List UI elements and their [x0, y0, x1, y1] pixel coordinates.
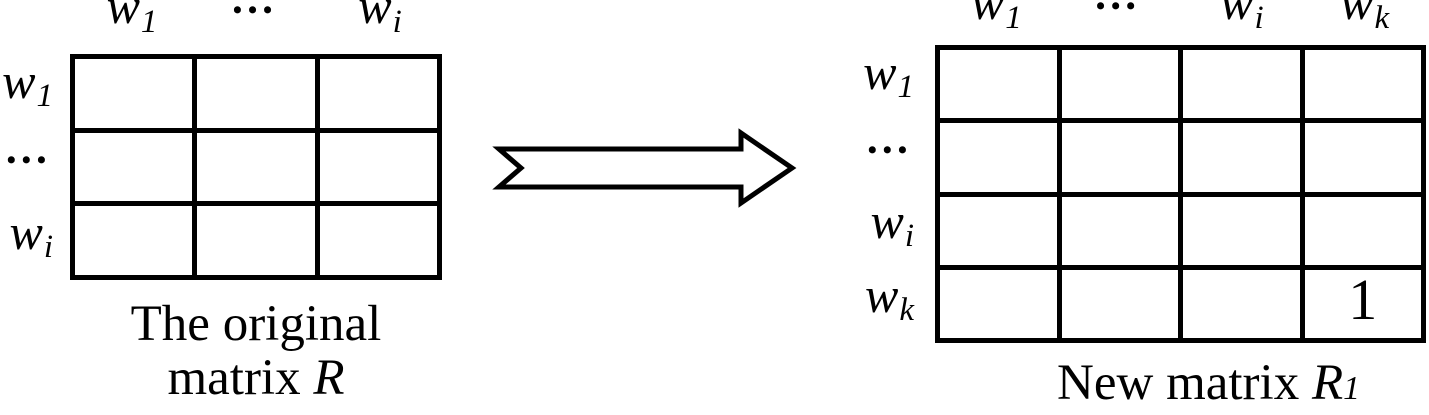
matrix-cell: [1304, 196, 1421, 265]
col-label-ellipsis-icon: •••: [1095, 0, 1142, 21]
matrix-cell: [1061, 50, 1178, 119]
matrix-cell: [1304, 50, 1421, 119]
matrix-cell: [319, 132, 437, 202]
row-label-w1: w1: [863, 43, 914, 105]
col-label-wi: wi: [358, 0, 402, 40]
matrix-cell: [197, 59, 315, 128]
row-label-wk: wk: [864, 267, 914, 329]
caption-line1: The original: [130, 296, 382, 352]
matrix-cell: [197, 132, 315, 202]
col-label-ellipsis-icon: •••: [232, 0, 279, 25]
row-label-wi: wi: [870, 192, 914, 254]
original-matrix-row-labels: w1 ••• wi: [0, 54, 66, 280]
matrix-cell: [940, 196, 1057, 265]
matrix-cell: [1061, 196, 1178, 265]
row-label-w1: w1: [2, 53, 53, 115]
matrix-cell: [1061, 123, 1178, 192]
matrix-cell: [75, 206, 193, 275]
matrix-cell: [1183, 123, 1300, 192]
matrix-cell: [1183, 269, 1300, 338]
right-arrow-icon: [492, 128, 797, 208]
caption-matrix-symbol: R1: [1311, 355, 1360, 411]
matrix-cell: [940, 269, 1057, 338]
original-matrix-caption: The original matrix R: [70, 297, 442, 405]
col-label-wk: wk: [1340, 0, 1390, 36]
row-label-wi: wi: [9, 203, 53, 265]
caption-matrix-subscript: 1: [1343, 370, 1360, 407]
matrix-cell: [1304, 123, 1421, 192]
matrix-cell-wk-wk: 1: [1304, 266, 1421, 338]
matrix-cell: [319, 59, 437, 128]
original-matrix-grid: [70, 54, 442, 280]
matrix-cell: [75, 132, 193, 202]
original-matrix-col-labels: w1 ••• wi: [70, 0, 442, 40]
cell-value-1: 1: [1348, 266, 1378, 332]
matrix-cell: [1061, 269, 1178, 338]
matrix-cell: [319, 206, 437, 275]
row-label-ellipsis-icon: •••: [867, 135, 913, 165]
col-label-w1: w1: [970, 0, 1022, 36]
new-matrix-row-labels: w1 ••• wi wk: [830, 45, 930, 343]
new-matrix-grid: 1: [935, 45, 1426, 343]
transform-arrow: [492, 128, 797, 208]
matrix-cell: [940, 50, 1057, 119]
caption-line2: matrix: [167, 350, 301, 406]
matrix-cell: [1183, 196, 1300, 265]
caption-matrix-symbol: R: [313, 350, 345, 406]
new-matrix-caption: New matrix R1: [963, 356, 1429, 415]
matrix-cell: [1183, 50, 1300, 119]
row-label-ellipsis-icon: •••: [6, 145, 52, 175]
col-label-w1: w1: [106, 0, 158, 40]
matrix-cell: [940, 123, 1057, 192]
col-label-wi: wi: [1220, 0, 1264, 36]
new-matrix-col-labels: w1 ••• wi wk: [935, 0, 1426, 36]
matrix-cell: [197, 206, 315, 275]
caption-text: New matrix: [1057, 355, 1300, 411]
matrix-cell: [75, 59, 193, 128]
